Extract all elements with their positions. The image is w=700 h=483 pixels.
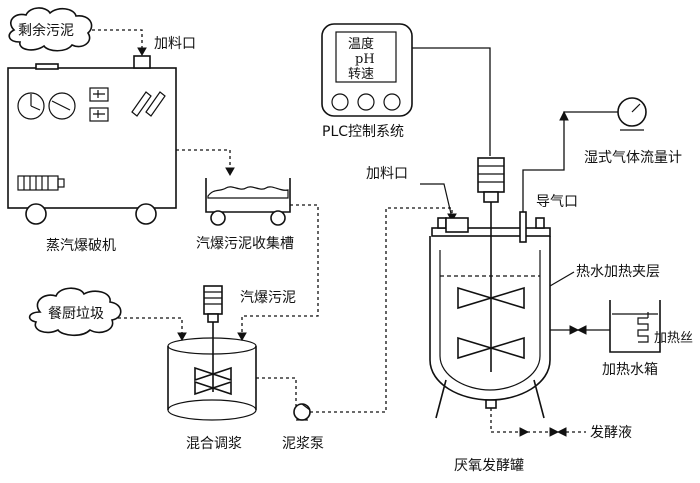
feed-port-reactor-label: 加料口 (366, 166, 408, 182)
sludge-pump-label: 泥浆泵 (282, 436, 324, 452)
exploded-sludge-tank-label: 汽爆污泥收集槽 (196, 235, 294, 252)
steam-explosion-machine (7, 55, 177, 225)
gas-line (522, 111, 618, 212)
mixing-slurry-label: 混合调浆 (186, 436, 242, 452)
anaerobic-tank (429, 157, 551, 419)
feed-port-leader (420, 183, 453, 219)
mixing-tank (167, 285, 257, 421)
wet-gas-meter-label: 湿式气体流量计 (584, 150, 682, 166)
hot-water-jacket-label: 热水加热夹层 (576, 264, 660, 280)
plc-signal-line (412, 47, 491, 156)
gas-outlet-label: 导气口 (536, 194, 578, 210)
exploded-sludge-label: 汽爆污泥 (240, 290, 296, 306)
heating-wire-label: 加热丝 (654, 331, 693, 346)
exploded-sludge-tank (205, 178, 291, 226)
heating-tank-label: 加热水箱 (602, 362, 658, 378)
wet-gas-meter (617, 97, 647, 131)
plc-ph-label: pH (355, 52, 375, 67)
remaining-sludge-cloud: 剩余污泥 (8, 7, 93, 52)
plc-speed-label: 转速 (348, 67, 374, 82)
kitchen-waste-feed-line (118, 317, 183, 336)
heating-tank (609, 300, 661, 353)
exploded-sludge-flow-1 (176, 149, 231, 172)
slurry-to-pump-line (256, 377, 297, 406)
fermentation-liquid-label: 发酵液 (590, 425, 632, 441)
anaerobic-tank-label: 厌氧发酵罐 (454, 458, 524, 474)
kitchen-waste-label: 餐厨垃圾 (48, 306, 104, 322)
sludge-feed-line (92, 29, 143, 52)
plc-control-box (321, 23, 413, 117)
plc-temp-label: 温度 (348, 36, 374, 52)
jacket-leader (549, 271, 575, 287)
kitchen-waste-cloud: 餐厨垃圾 (28, 287, 122, 337)
feed-port-top-label: 加料口 (154, 36, 196, 52)
exploded-sludge-flow-2 (241, 204, 319, 336)
plc-system-label: PLC控制系统 (322, 124, 404, 140)
remaining-sludge-label: 剩余污泥 (18, 22, 74, 39)
pump-to-reactor-line (310, 207, 453, 413)
sludge-pump (293, 403, 311, 421)
steam-explosion-machine-label: 蒸汽爆破机 (46, 238, 116, 254)
